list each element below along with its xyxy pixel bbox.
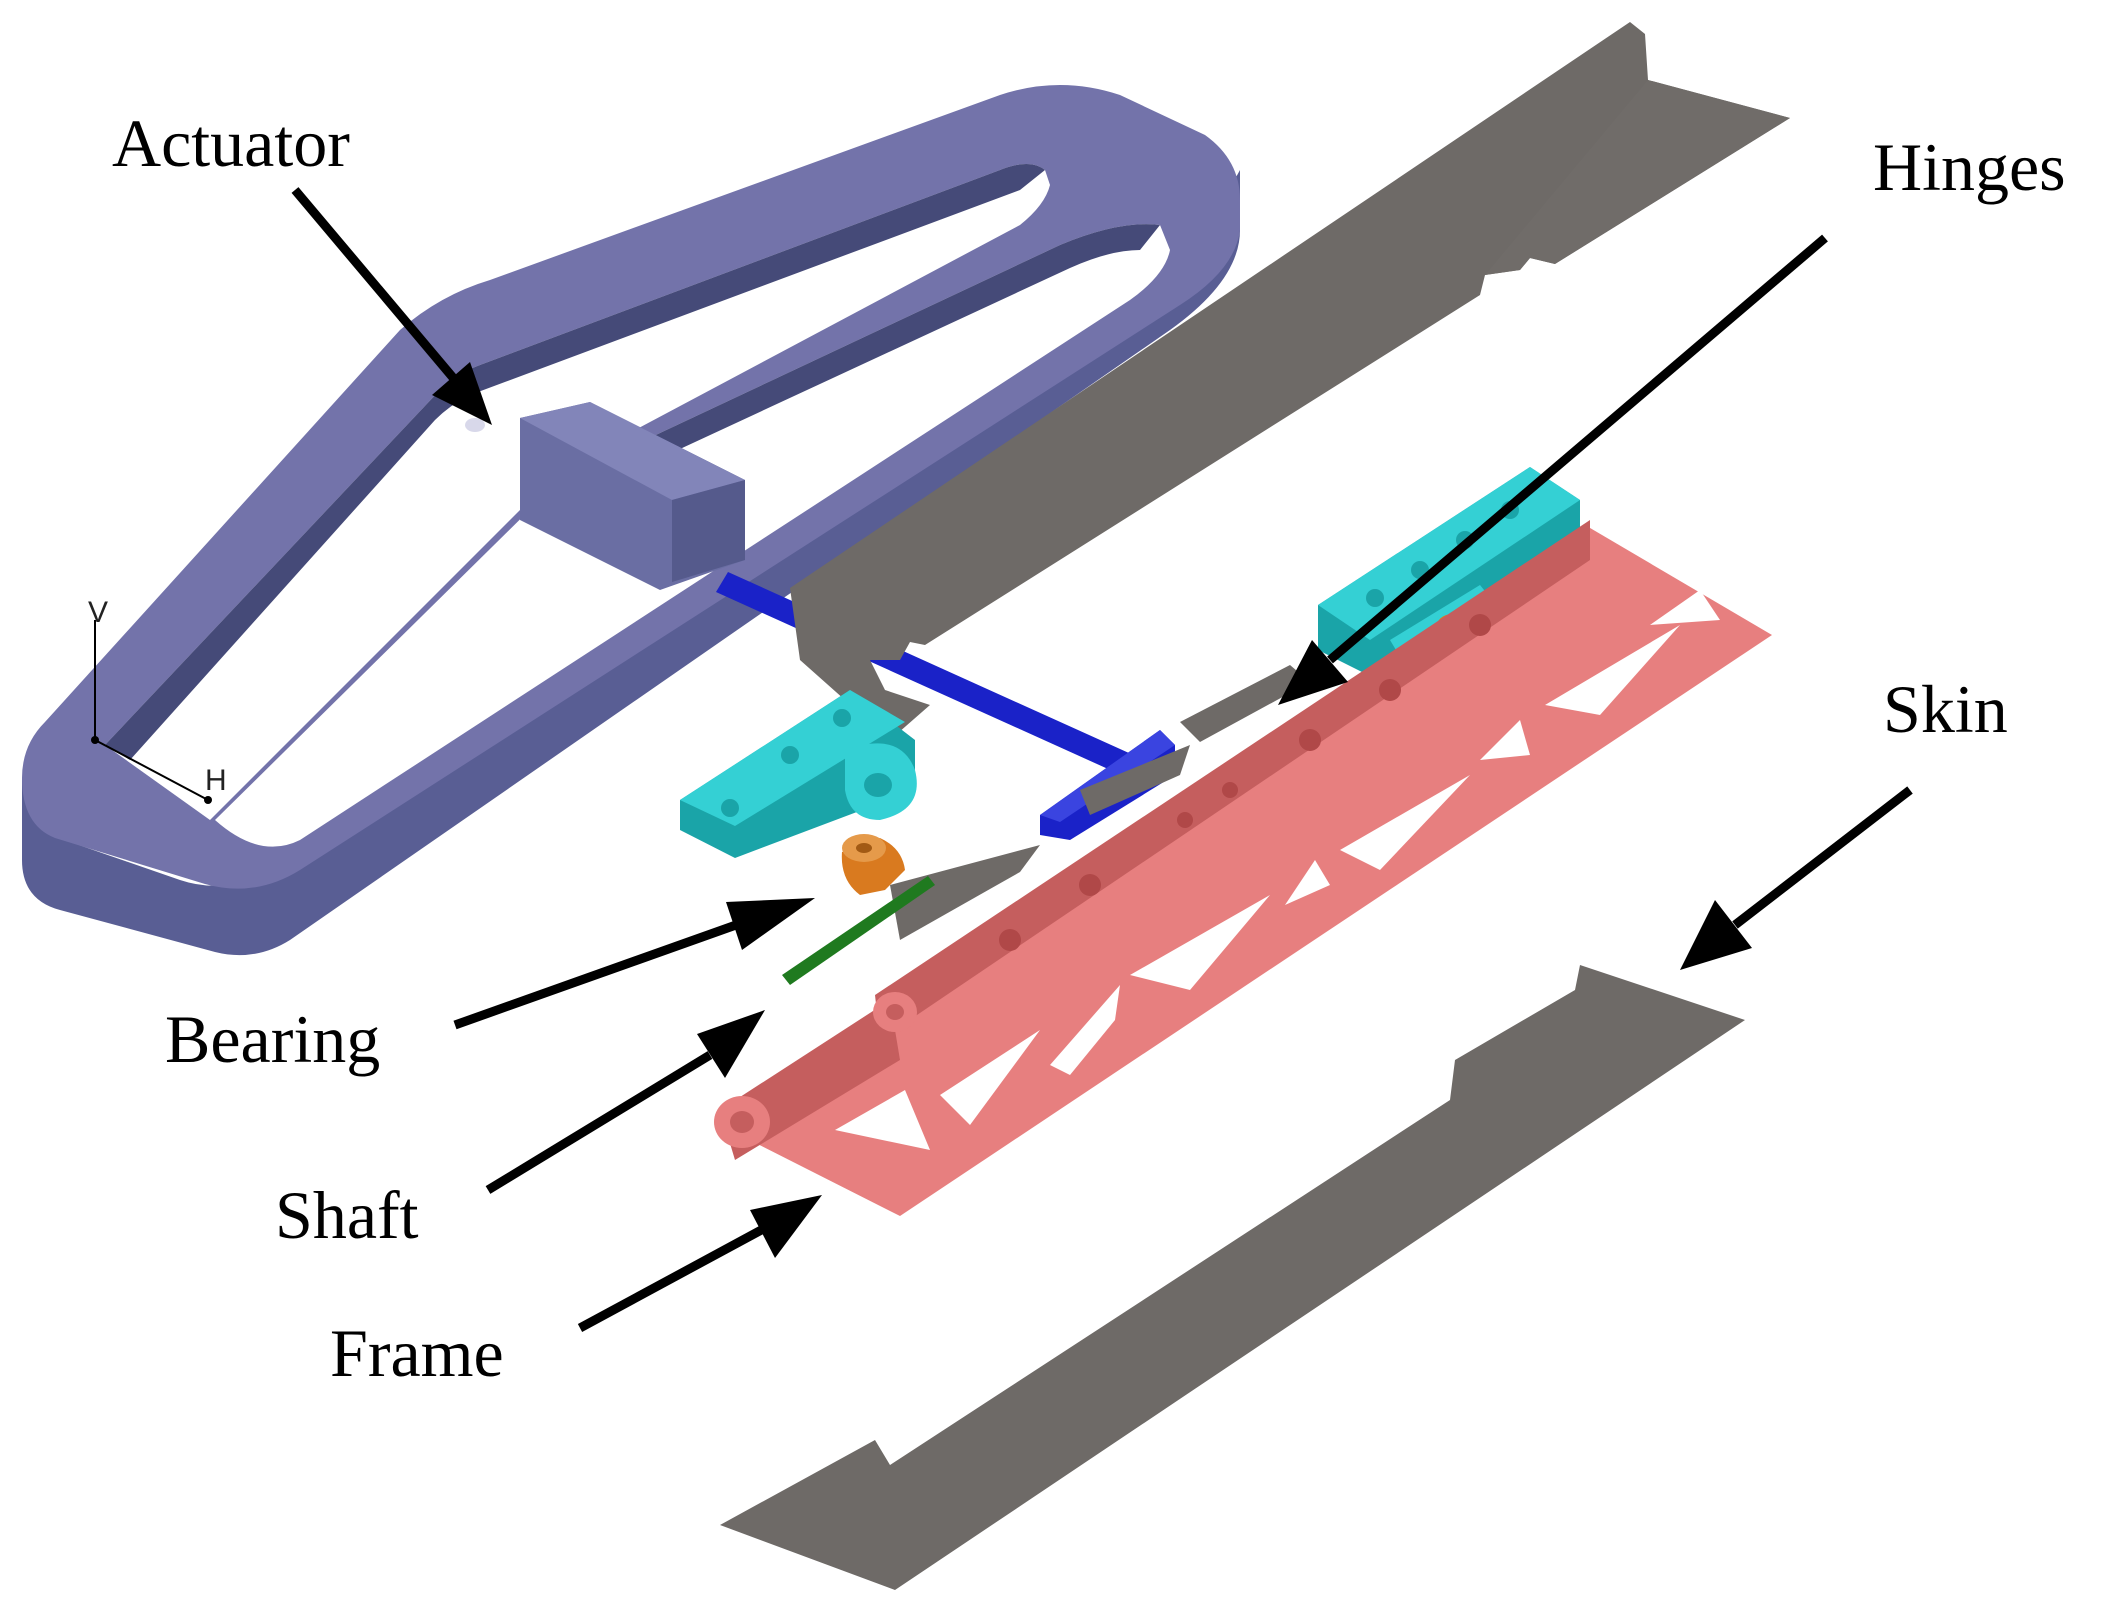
callout-arrow-actuator <box>291 187 492 425</box>
lower-skin-part <box>720 965 1745 1590</box>
callout-arrow-skin <box>1680 786 1913 970</box>
callout-arrow-hinges <box>1278 234 1828 705</box>
hinge-front-part <box>680 690 917 858</box>
callout-label-hinges: Hinges <box>1873 129 2066 205</box>
frame-part <box>714 520 1772 1216</box>
upper-skin-part <box>790 22 1790 940</box>
callout-label-skin: Skin <box>1883 671 2008 747</box>
axis-label-horizontal: H <box>205 764 227 797</box>
actuator-part <box>22 85 1240 956</box>
callout-label-shaft: Shaft <box>275 1177 419 1253</box>
callout-label-actuator: Actuator <box>112 105 350 181</box>
bearing-part <box>841 834 905 895</box>
callout-arrow-frame <box>577 1195 822 1332</box>
callout-label-frame: Frame <box>330 1315 504 1391</box>
callout-arrow-bearing <box>453 898 815 1030</box>
shaft-part <box>782 876 935 985</box>
coordinate-axis-triad: V H <box>88 596 227 804</box>
callout-label-bearing: Bearing <box>165 1001 380 1077</box>
callout-arrow-shaft <box>485 1010 765 1194</box>
axis-label-vertical: V <box>88 596 108 629</box>
